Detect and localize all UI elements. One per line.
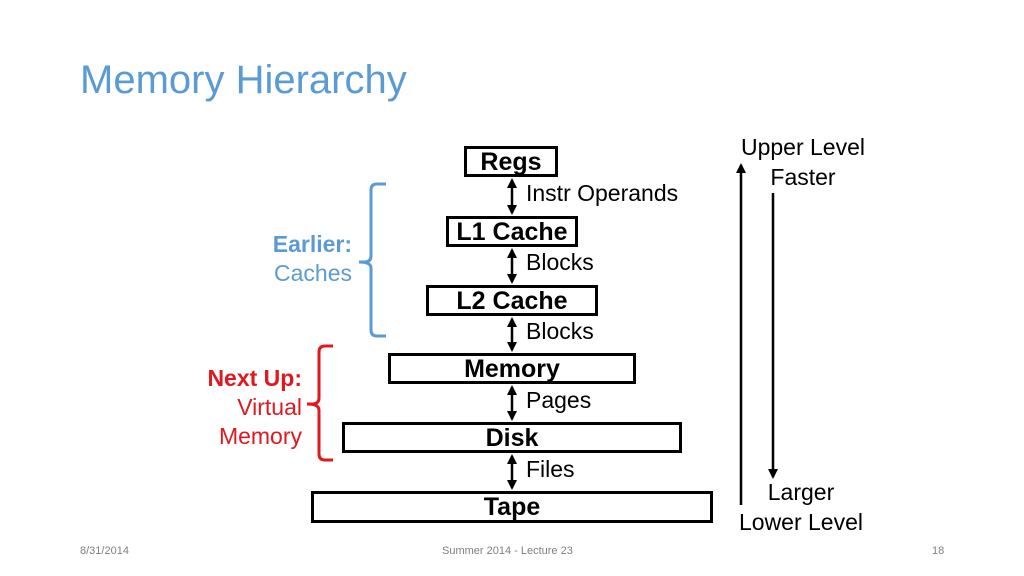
scale-top-label: Upper Level Faster — [723, 132, 883, 192]
transfer-label-instr-operands: Instr Operands — [526, 180, 679, 206]
scale-bottom-label: Larger Lower Level — [721, 477, 881, 537]
level-disk: Disk — [342, 422, 682, 453]
level-memory: Memory — [388, 353, 636, 384]
scale-top-line2: Faster — [770, 164, 836, 190]
next-up-line1: Virtual — [237, 394, 302, 420]
level-tape: Tape — [311, 491, 713, 523]
next-up-virtual-memory-label: Next Up: Virtual Memory — [207, 364, 302, 451]
earlier-heading: Earlier: — [272, 231, 352, 257]
level-l1-cache: L1 Cache — [446, 216, 578, 247]
earlier-name: Caches — [274, 260, 352, 286]
next-up-heading: Next Up: — [207, 365, 302, 391]
virtual-memory-bracket — [306, 344, 333, 462]
slide-title: Memory Hierarchy — [80, 58, 407, 102]
caches-bracket — [358, 182, 386, 338]
level-l2-cache: L2 Cache — [426, 285, 598, 316]
next-up-line2: Memory — [218, 423, 302, 449]
transfer-label-blocks-l1: Blocks — [526, 249, 594, 275]
scale-bottom-line2: Lower Level — [738, 509, 864, 535]
level-regs: Regs — [464, 146, 558, 177]
earlier-caches-label: Earlier: Caches — [273, 230, 352, 288]
scale-bottom-line1: Larger — [767, 479, 835, 505]
transfer-label-files: Files — [526, 456, 575, 482]
footer-date: 8/31/2014 — [80, 545, 129, 557]
footer-page-number: 18 — [932, 545, 945, 557]
transfer-label-pages: Pages — [526, 387, 592, 413]
scale-top-line1: Upper Level — [740, 134, 866, 160]
footer-course: Summer 2014 - Lecture 23 — [442, 545, 573, 557]
transfer-label-blocks-l2: Blocks — [526, 318, 594, 344]
